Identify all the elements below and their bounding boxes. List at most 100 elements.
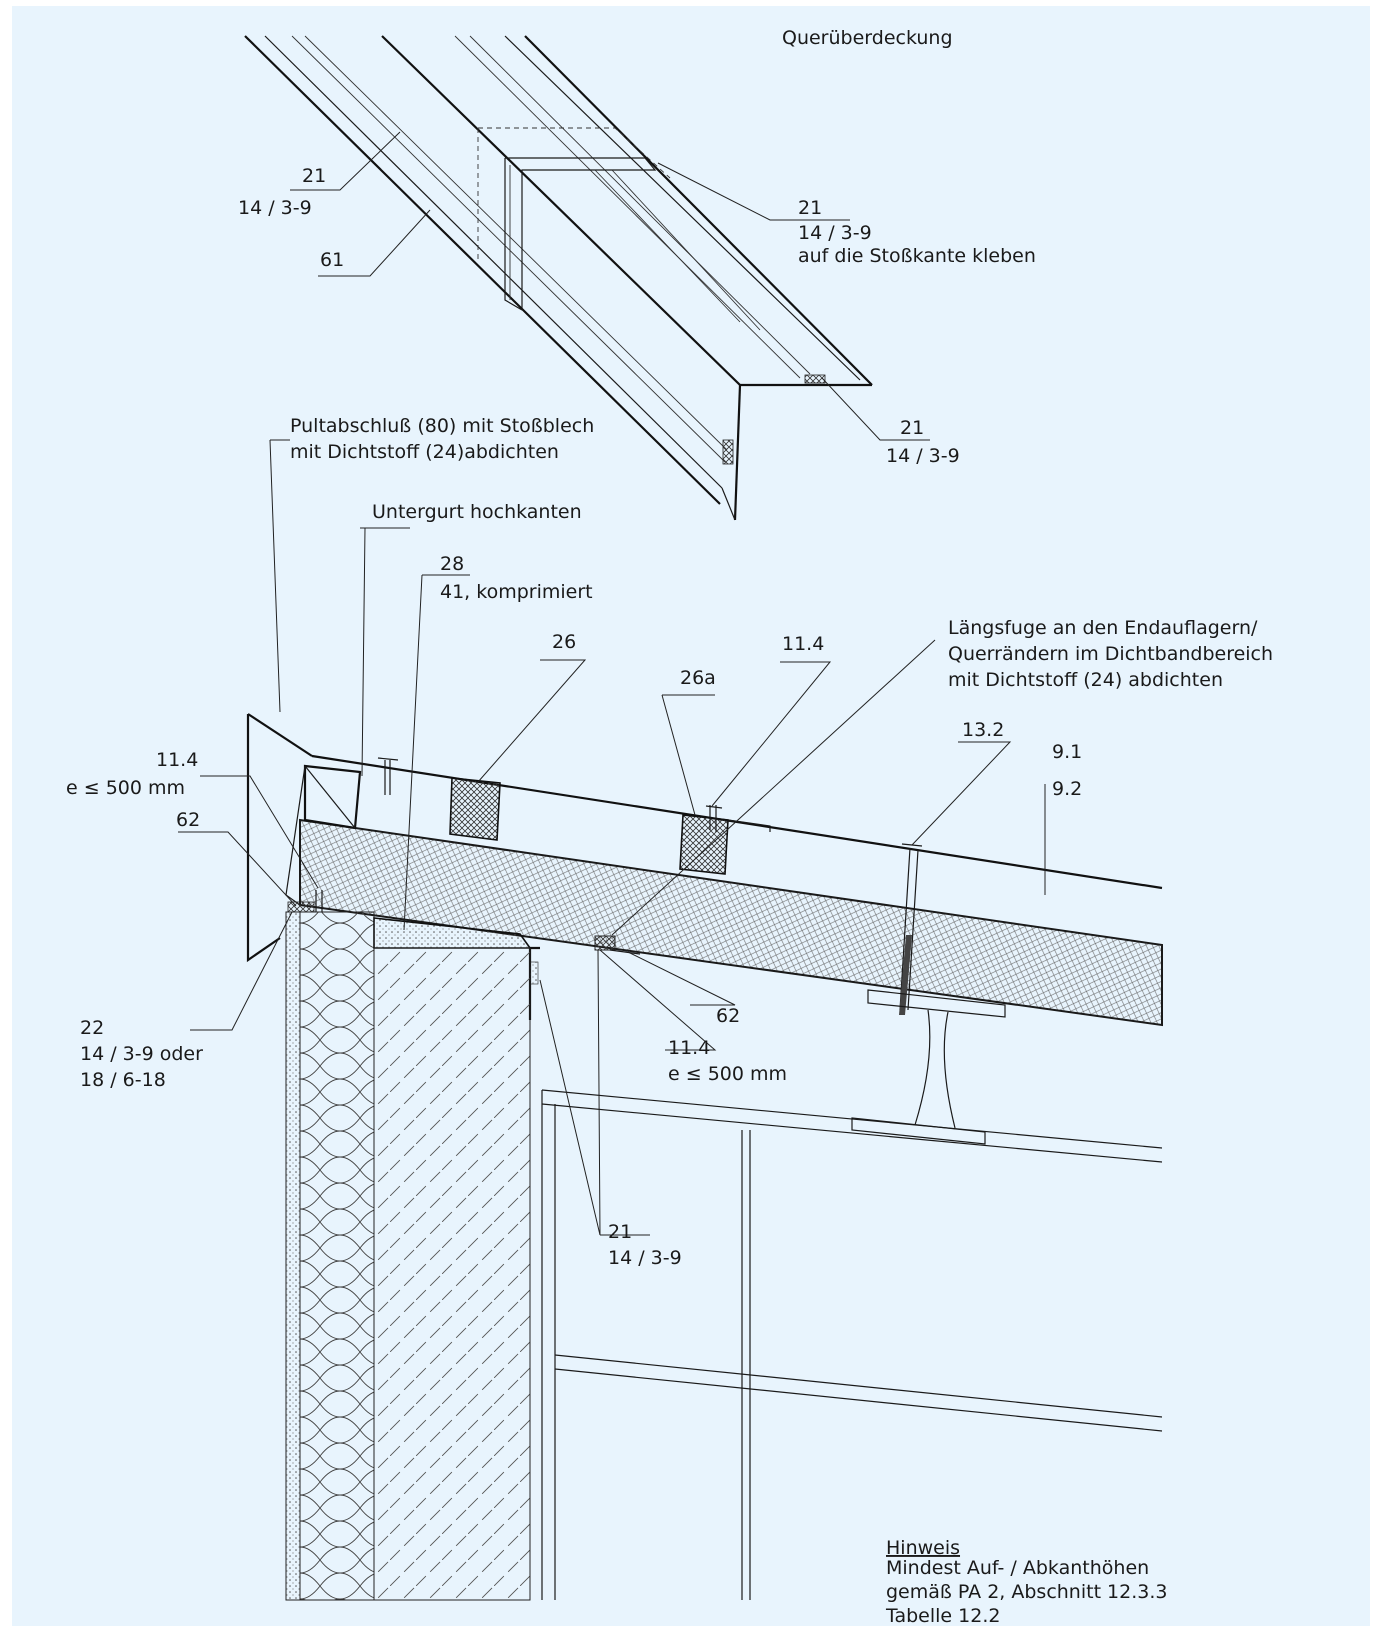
wall-angle-tape <box>529 961 539 985</box>
leader-joint-21 <box>657 162 850 221</box>
label-top-61: 61 <box>320 249 344 271</box>
screw-26a <box>709 805 717 832</box>
upper-edge-line-4 <box>304 35 728 451</box>
label-22-line2: 14 / 3-9 oder <box>80 1043 203 1065</box>
joint-plate-lines <box>594 169 761 331</box>
label-laengs-line3: mit Dichtstoff (24) abdichten <box>948 669 1223 691</box>
label-untergurt: Untergurt hochkanten <box>372 501 582 523</box>
leader-lines <box>178 131 1046 1236</box>
label-hinweis-line3: Tabelle 12.2 <box>885 1605 1000 1627</box>
spacer-26 <box>449 777 501 841</box>
label-joint-21: 21 <box>798 197 822 219</box>
leader-28 <box>403 574 470 931</box>
label-querueberdeckung: Querüberdeckung <box>782 27 953 49</box>
leader-left-62 <box>178 831 297 907</box>
label-41: 41, komprimiert <box>440 581 593 603</box>
label-9-2: 9.2 <box>1052 778 1082 800</box>
wall-masonry <box>373 947 531 1601</box>
label-left-11-4: 11.4 <box>156 749 198 771</box>
label-end-14-3-9: 14 / 3-9 <box>886 445 960 467</box>
seal-tape-62-mid <box>594 935 616 951</box>
eave-closure-diagonal <box>304 765 356 829</box>
upper-flange-tip <box>721 487 736 521</box>
leader-mid-11-4 <box>599 949 717 1051</box>
upper-ridge-line-2 <box>454 35 801 379</box>
upper-seal-tape-left <box>722 439 734 465</box>
label-mid-62: 62 <box>716 1005 740 1027</box>
leader-low-21-a <box>597 949 650 1236</box>
upper-seal-tape-right <box>804 374 826 384</box>
labels: Querüberdeckung 21 14 / 3-9 61 21 14 / 3… <box>66 27 1273 1627</box>
leader-pult <box>269 439 290 713</box>
label-26: 26 <box>552 631 576 653</box>
upper-edge-line-3 <box>291 35 726 463</box>
ibeam-top-flange <box>867 989 1006 1018</box>
screw-head-26a <box>705 805 723 809</box>
seal-tape-62-left <box>287 901 315 913</box>
label-hinweis-line1: Mindest Auf- / Abkanthöhen <box>886 1557 1149 1579</box>
eave-flashing-top <box>247 713 313 757</box>
ibeam-web <box>914 1009 956 1129</box>
label-laengs-line1: Längsfuge an den Endauflagern/ <box>948 617 1258 639</box>
upper-edge-line-2 <box>264 35 723 489</box>
label-top-21: 21 <box>302 165 326 187</box>
frame-post-left <box>541 1090 556 1600</box>
upper-edge-line-1 <box>244 35 721 505</box>
label-9-1: 9.1 <box>1052 741 1082 763</box>
leader-left-11-4 <box>200 775 319 889</box>
upper-dashed-outline <box>477 127 671 262</box>
label-top-14-3-9: 14 / 3-9 <box>238 197 312 219</box>
frame-post-mid <box>741 1130 751 1600</box>
screw-head-top-left <box>377 757 399 761</box>
joint-plate-outline <box>505 157 657 310</box>
label-low-21: 21 <box>608 1221 632 1243</box>
leader-11-4-top <box>711 661 832 807</box>
label-joint-14-3-9: 14 / 3-9 <box>798 222 872 244</box>
label-left-e500: e ≤ 500 mm <box>66 777 185 799</box>
eave-flashing-outer <box>246 714 281 963</box>
sandwich-panel-core <box>299 818 1163 1027</box>
label-left-62: 62 <box>176 809 200 831</box>
label-22: 22 <box>80 1017 104 1039</box>
wall-section <box>285 911 1163 1601</box>
leader-26 <box>477 659 587 783</box>
label-22-line3: 18 / 6-18 <box>80 1069 166 1091</box>
leader-top-21 <box>290 131 401 191</box>
leader-mid-62 <box>627 951 736 1006</box>
leader-end-21 <box>821 377 930 441</box>
leader-laengsfuge <box>611 639 936 936</box>
clip-26a <box>727 819 771 832</box>
fastener-13-2 <box>899 847 919 1011</box>
screw-top-left <box>384 760 391 795</box>
label-13-2: 13.2 <box>962 719 1004 741</box>
label-26a: 26a <box>680 667 716 689</box>
label-joint-note: auf die Stoßkante kleben <box>798 245 1036 267</box>
fastener-13-2-thread <box>899 935 912 1015</box>
seal-strip-mid <box>609 949 641 955</box>
upper-flange-drop <box>733 384 742 521</box>
leader-22 <box>190 911 293 1031</box>
leader-low-21-b <box>539 979 601 1236</box>
upper-ridge-line-3 <box>469 35 811 375</box>
joint-plate-side <box>504 158 523 311</box>
upper-overlap-detail <box>244 35 873 521</box>
label-mid-11-4: 11.4 <box>668 1037 710 1059</box>
facade-cladding <box>285 911 301 1601</box>
frame-rail-mid <box>554 1354 1163 1432</box>
leader-top-61 <box>318 209 431 277</box>
label-28: 28 <box>440 553 464 575</box>
spacer-26a <box>679 814 729 875</box>
screw-11-4-left <box>315 890 323 912</box>
label-mid-e500: e ≤ 500 mm <box>668 1063 787 1085</box>
label-11-4-top: 11.4 <box>782 633 824 655</box>
label-laengs-line2: Querrändern im Dichtbandbereich <box>948 643 1273 665</box>
roof-section <box>246 713 1163 1145</box>
upper-ridge-line <box>381 35 741 386</box>
label-low-14-3-9: 14 / 3-9 <box>608 1247 682 1269</box>
upper-ridge-line-5 <box>524 35 873 386</box>
label-hinweis-line2: gemäß PA 2, Abschnitt 12.3.3 <box>886 1581 1168 1603</box>
label-end-21: 21 <box>900 417 924 439</box>
label-pult-line1: Pultabschluß (80) mit Stoßblech <box>290 415 594 437</box>
